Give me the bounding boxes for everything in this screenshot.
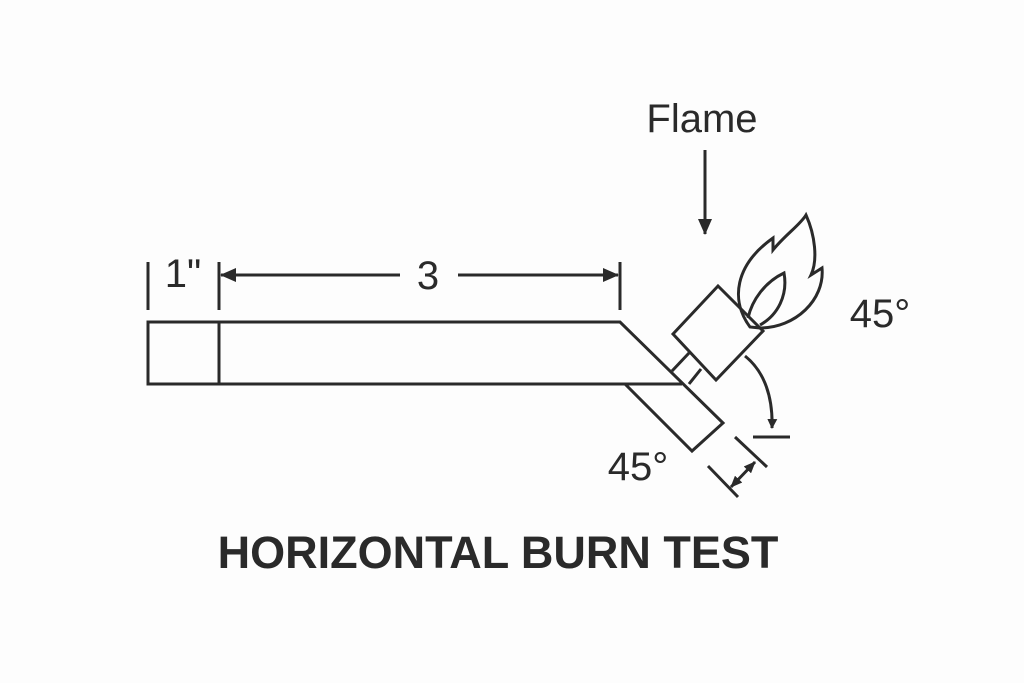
flame-angle-label: 45°	[850, 292, 911, 336]
length-dimension-label: 3	[417, 254, 439, 298]
gap-tick-2	[706, 464, 740, 499]
flame-label: Flame	[646, 97, 757, 141]
burner-neck	[670, 351, 703, 385]
burner-head	[670, 283, 766, 383]
specimen-angle-label: 45°	[608, 445, 669, 489]
flame-icon	[736, 211, 824, 330]
width-dimension-label: 1"	[165, 252, 201, 296]
diagram-title: HORIZONTAL BURN TEST	[218, 527, 779, 578]
gap-double-arrow	[729, 460, 757, 489]
inner-flame-icon	[746, 270, 787, 327]
specimen-outline	[146, 320, 726, 454]
angle-arc-arrow	[744, 354, 778, 429]
gap-tick-1	[733, 435, 769, 469]
